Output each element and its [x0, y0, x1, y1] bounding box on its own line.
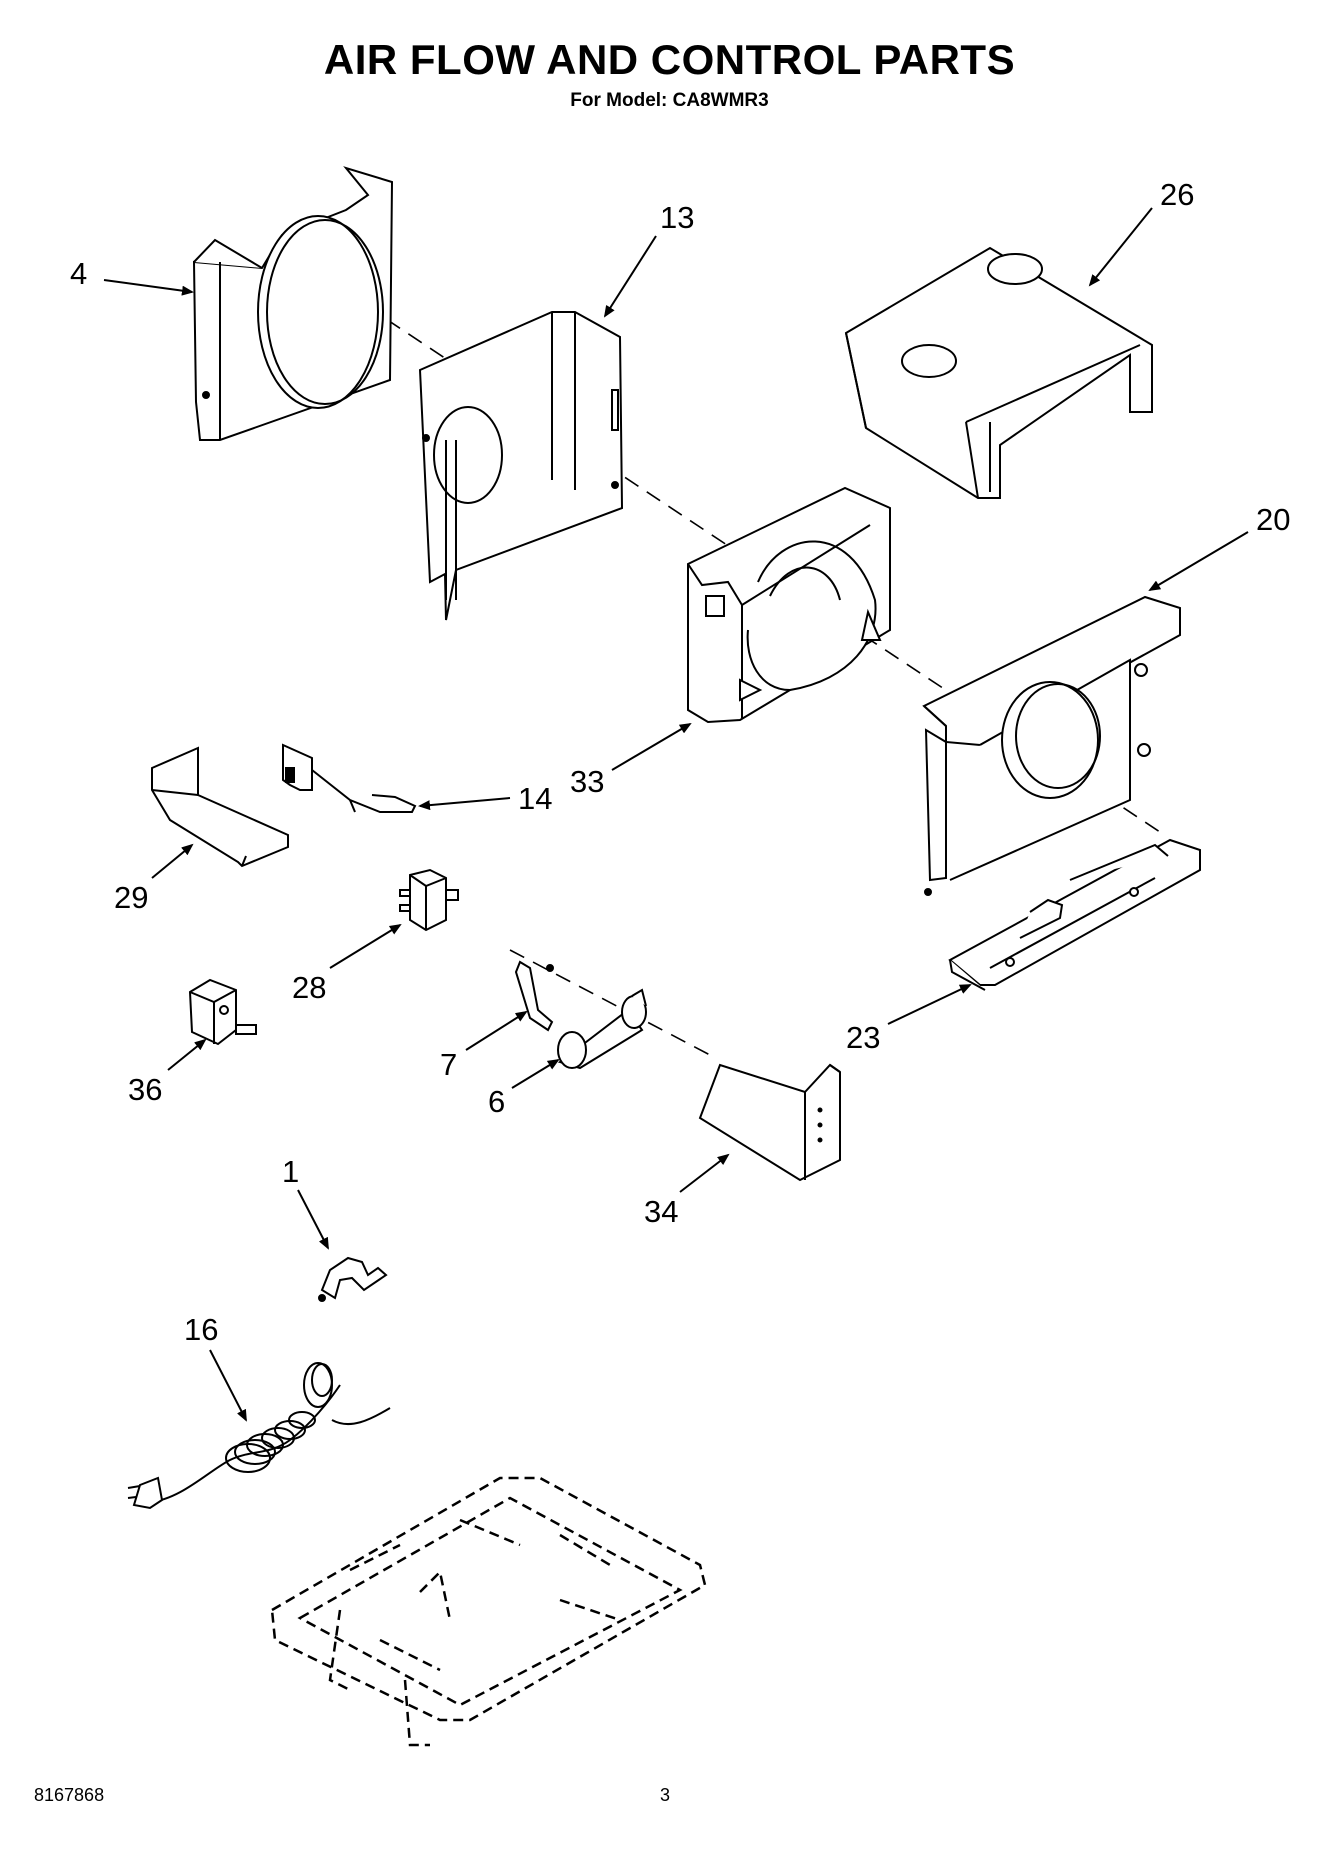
base-pan-outline — [270, 1476, 707, 1747]
page-number: 3 — [660, 1785, 671, 1805]
part-29-deflector — [151, 746, 289, 868]
callout-26: 26 — [1088, 177, 1194, 287]
callout-16: 16 — [184, 1312, 247, 1422]
callout-label-26: 26 — [1160, 177, 1194, 212]
callout-7: 7 — [440, 1010, 528, 1082]
leader-arrow-13 — [603, 235, 657, 318]
callout-23: 23 — [846, 984, 972, 1055]
leader-arrow-7 — [465, 1010, 528, 1051]
callout-label-6: 6 — [488, 1084, 505, 1119]
part-4-fan-shroud — [192, 166, 394, 441]
callout-label-13: 13 — [660, 200, 694, 235]
leader-arrow-34 — [679, 1153, 730, 1193]
part-13-orifice-panel — [418, 311, 624, 621]
callout-label-33: 33 — [570, 764, 604, 799]
callout-label-4: 4 — [70, 256, 87, 291]
model-subtitle: For Model: CA8WMR3 — [570, 90, 769, 111]
leader-arrow-28 — [329, 923, 402, 969]
leader-arrow-33 — [611, 722, 692, 771]
page-title: AIR FLOW AND CONTROL PARTS — [323, 36, 1016, 83]
part-14-bracket — [282, 743, 417, 813]
part-6-capacitor — [557, 988, 647, 1070]
callout-20: 20 — [1148, 502, 1290, 592]
leader-arrow-14 — [418, 797, 511, 811]
callout-label-28: 28 — [292, 970, 326, 1005]
leader-arrow-36 — [167, 1038, 207, 1071]
leader-arrow-1 — [297, 1189, 329, 1250]
callout-label-29: 29 — [114, 880, 148, 915]
callout-13: 13 — [603, 200, 694, 318]
callout-14: 14 — [418, 781, 552, 816]
part-34-control-bracket — [698, 1063, 841, 1182]
callout-36: 36 — [128, 1038, 207, 1107]
callout-label-14: 14 — [518, 781, 552, 816]
callout-34: 34 — [644, 1153, 730, 1229]
part-33-blower-housing — [687, 486, 891, 724]
leader-arrow-23 — [887, 984, 972, 1025]
part-1-strap — [318, 1256, 388, 1302]
leader-arrow-6 — [511, 1058, 560, 1089]
part-26-top-cover — [844, 246, 1153, 499]
callout-label-1: 1 — [282, 1154, 299, 1189]
callout-label-7: 7 — [440, 1047, 457, 1082]
callout-label-34: 34 — [644, 1194, 678, 1229]
callout-label-20: 20 — [1256, 502, 1290, 537]
leader-arrow-16 — [209, 1349, 247, 1422]
part-36-thermostat — [188, 978, 257, 1046]
leader-arrow-26 — [1088, 207, 1153, 287]
part-7-capacitor-clamp — [514, 960, 554, 1032]
callout-4: 4 — [70, 256, 194, 296]
part-16-power-cord — [127, 1362, 391, 1510]
callout-label-36: 36 — [128, 1072, 162, 1107]
part-23-base-tray — [948, 838, 1201, 991]
document-number: 8167868 — [34, 1785, 105, 1805]
callout-label-16: 16 — [184, 1312, 218, 1347]
leader-arrow-4 — [103, 279, 194, 296]
callout-label-23: 23 — [846, 1020, 880, 1055]
callout-29: 29 — [114, 843, 194, 915]
leader-arrow-20 — [1148, 531, 1249, 592]
callout-28: 28 — [292, 923, 402, 1005]
callout-33: 33 — [570, 722, 692, 799]
part-20-mounting-baffle — [922, 595, 1181, 896]
part-28-switch — [399, 868, 459, 932]
callout-6: 6 — [488, 1058, 560, 1119]
callout-1: 1 — [282, 1154, 329, 1250]
leader-arrow-29 — [151, 843, 194, 879]
